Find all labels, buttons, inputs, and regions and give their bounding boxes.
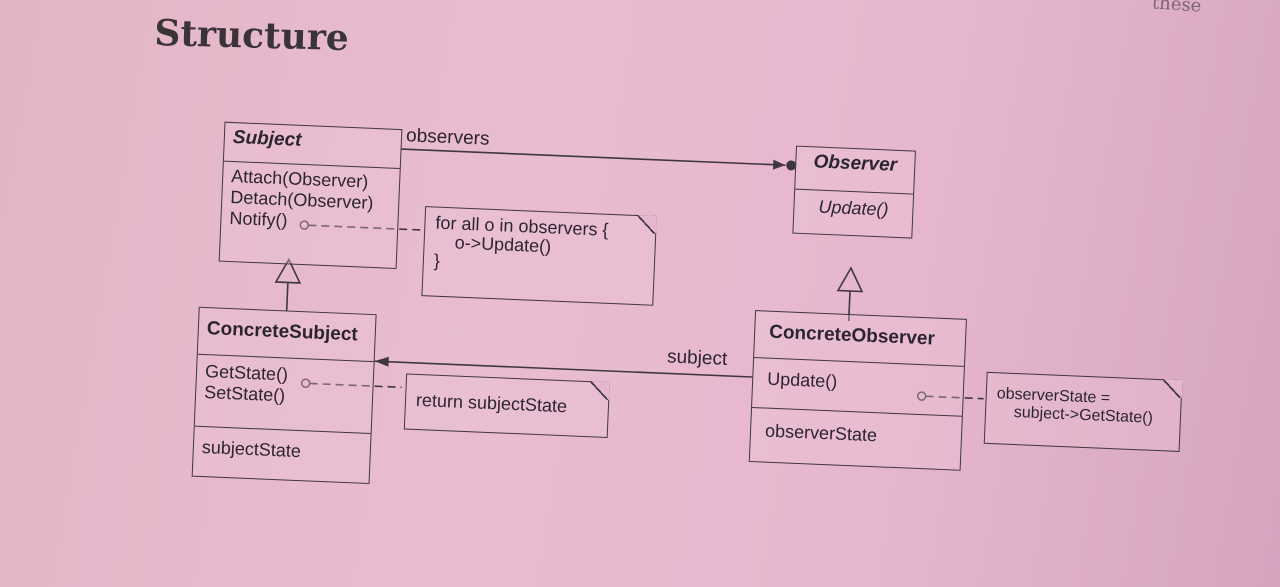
class-subject-operations: Attach(Observer) Detach(Observer) Notify… [220, 160, 400, 240]
observers-arrowhead [773, 159, 786, 170]
page-title: Structure [153, 12, 350, 60]
notify-note-anchor [299, 220, 310, 230]
note-getstate-text: return subjectState [415, 389, 568, 417]
subject-association-line [374, 360, 753, 378]
connector-lines [274, 148, 984, 401]
class-observer-name: Observer [813, 151, 898, 176]
observer-generalization-arrow [836, 266, 864, 293]
class-subject: Subject Attach(Observer) Detach(Observer… [218, 121, 403, 269]
getstate-note-link [309, 382, 402, 389]
notify-note-link [308, 224, 421, 231]
note-update: observerState = subject->GetState() [983, 371, 1183, 452]
observers-multiplicity-dot [786, 160, 797, 171]
note-notify: for all o in observers { o->Update() } [421, 206, 657, 306]
update-note-anchor [916, 391, 927, 401]
class-concrete-subject-operations: GetState() SetState() [194, 353, 374, 434]
corner-text: these [1151, 0, 1203, 17]
attribute-subjectstate: subjectState [201, 437, 302, 462]
operation-concrete-update: Update() [766, 368, 838, 392]
attribute-observerstate: observerState [764, 420, 878, 446]
class-concrete-subject-attributes: subjectState [193, 425, 371, 470]
note-fold-icon [587, 381, 610, 401]
note-getstate: return subjectState [403, 373, 610, 438]
class-concrete-observer-operations: Update() [752, 357, 964, 416]
observers-association-line [401, 148, 786, 166]
note-fold-icon [634, 214, 657, 234]
getstate-note-anchor [300, 378, 311, 389]
class-concrete-observer: ConcreteObserver Update() observerState [748, 310, 967, 471]
class-observer-operations: Update() [793, 188, 914, 226]
class-concrete-subject: ConcreteSubject GetState() SetState() su… [191, 306, 377, 485]
uml-class-diagram: Subject Attach(Observer) Detach(Observer… [169, 110, 1199, 542]
observers-association-label: observers [405, 125, 490, 150]
class-concrete-observer-attributes: observerState [750, 407, 962, 454]
subject-generalization-line [285, 282, 289, 311]
class-concrete-subject-name: ConcreteSubject [206, 318, 359, 346]
note-fold-icon [1159, 379, 1183, 398]
operation-observer-update: Update() [818, 196, 889, 220]
class-observer: Observer Update() [792, 145, 916, 239]
update-note-link [925, 395, 984, 400]
subject-association-label: subject [666, 346, 728, 370]
observer-generalization-line [847, 290, 851, 322]
subject-arrowhead [374, 356, 389, 367]
